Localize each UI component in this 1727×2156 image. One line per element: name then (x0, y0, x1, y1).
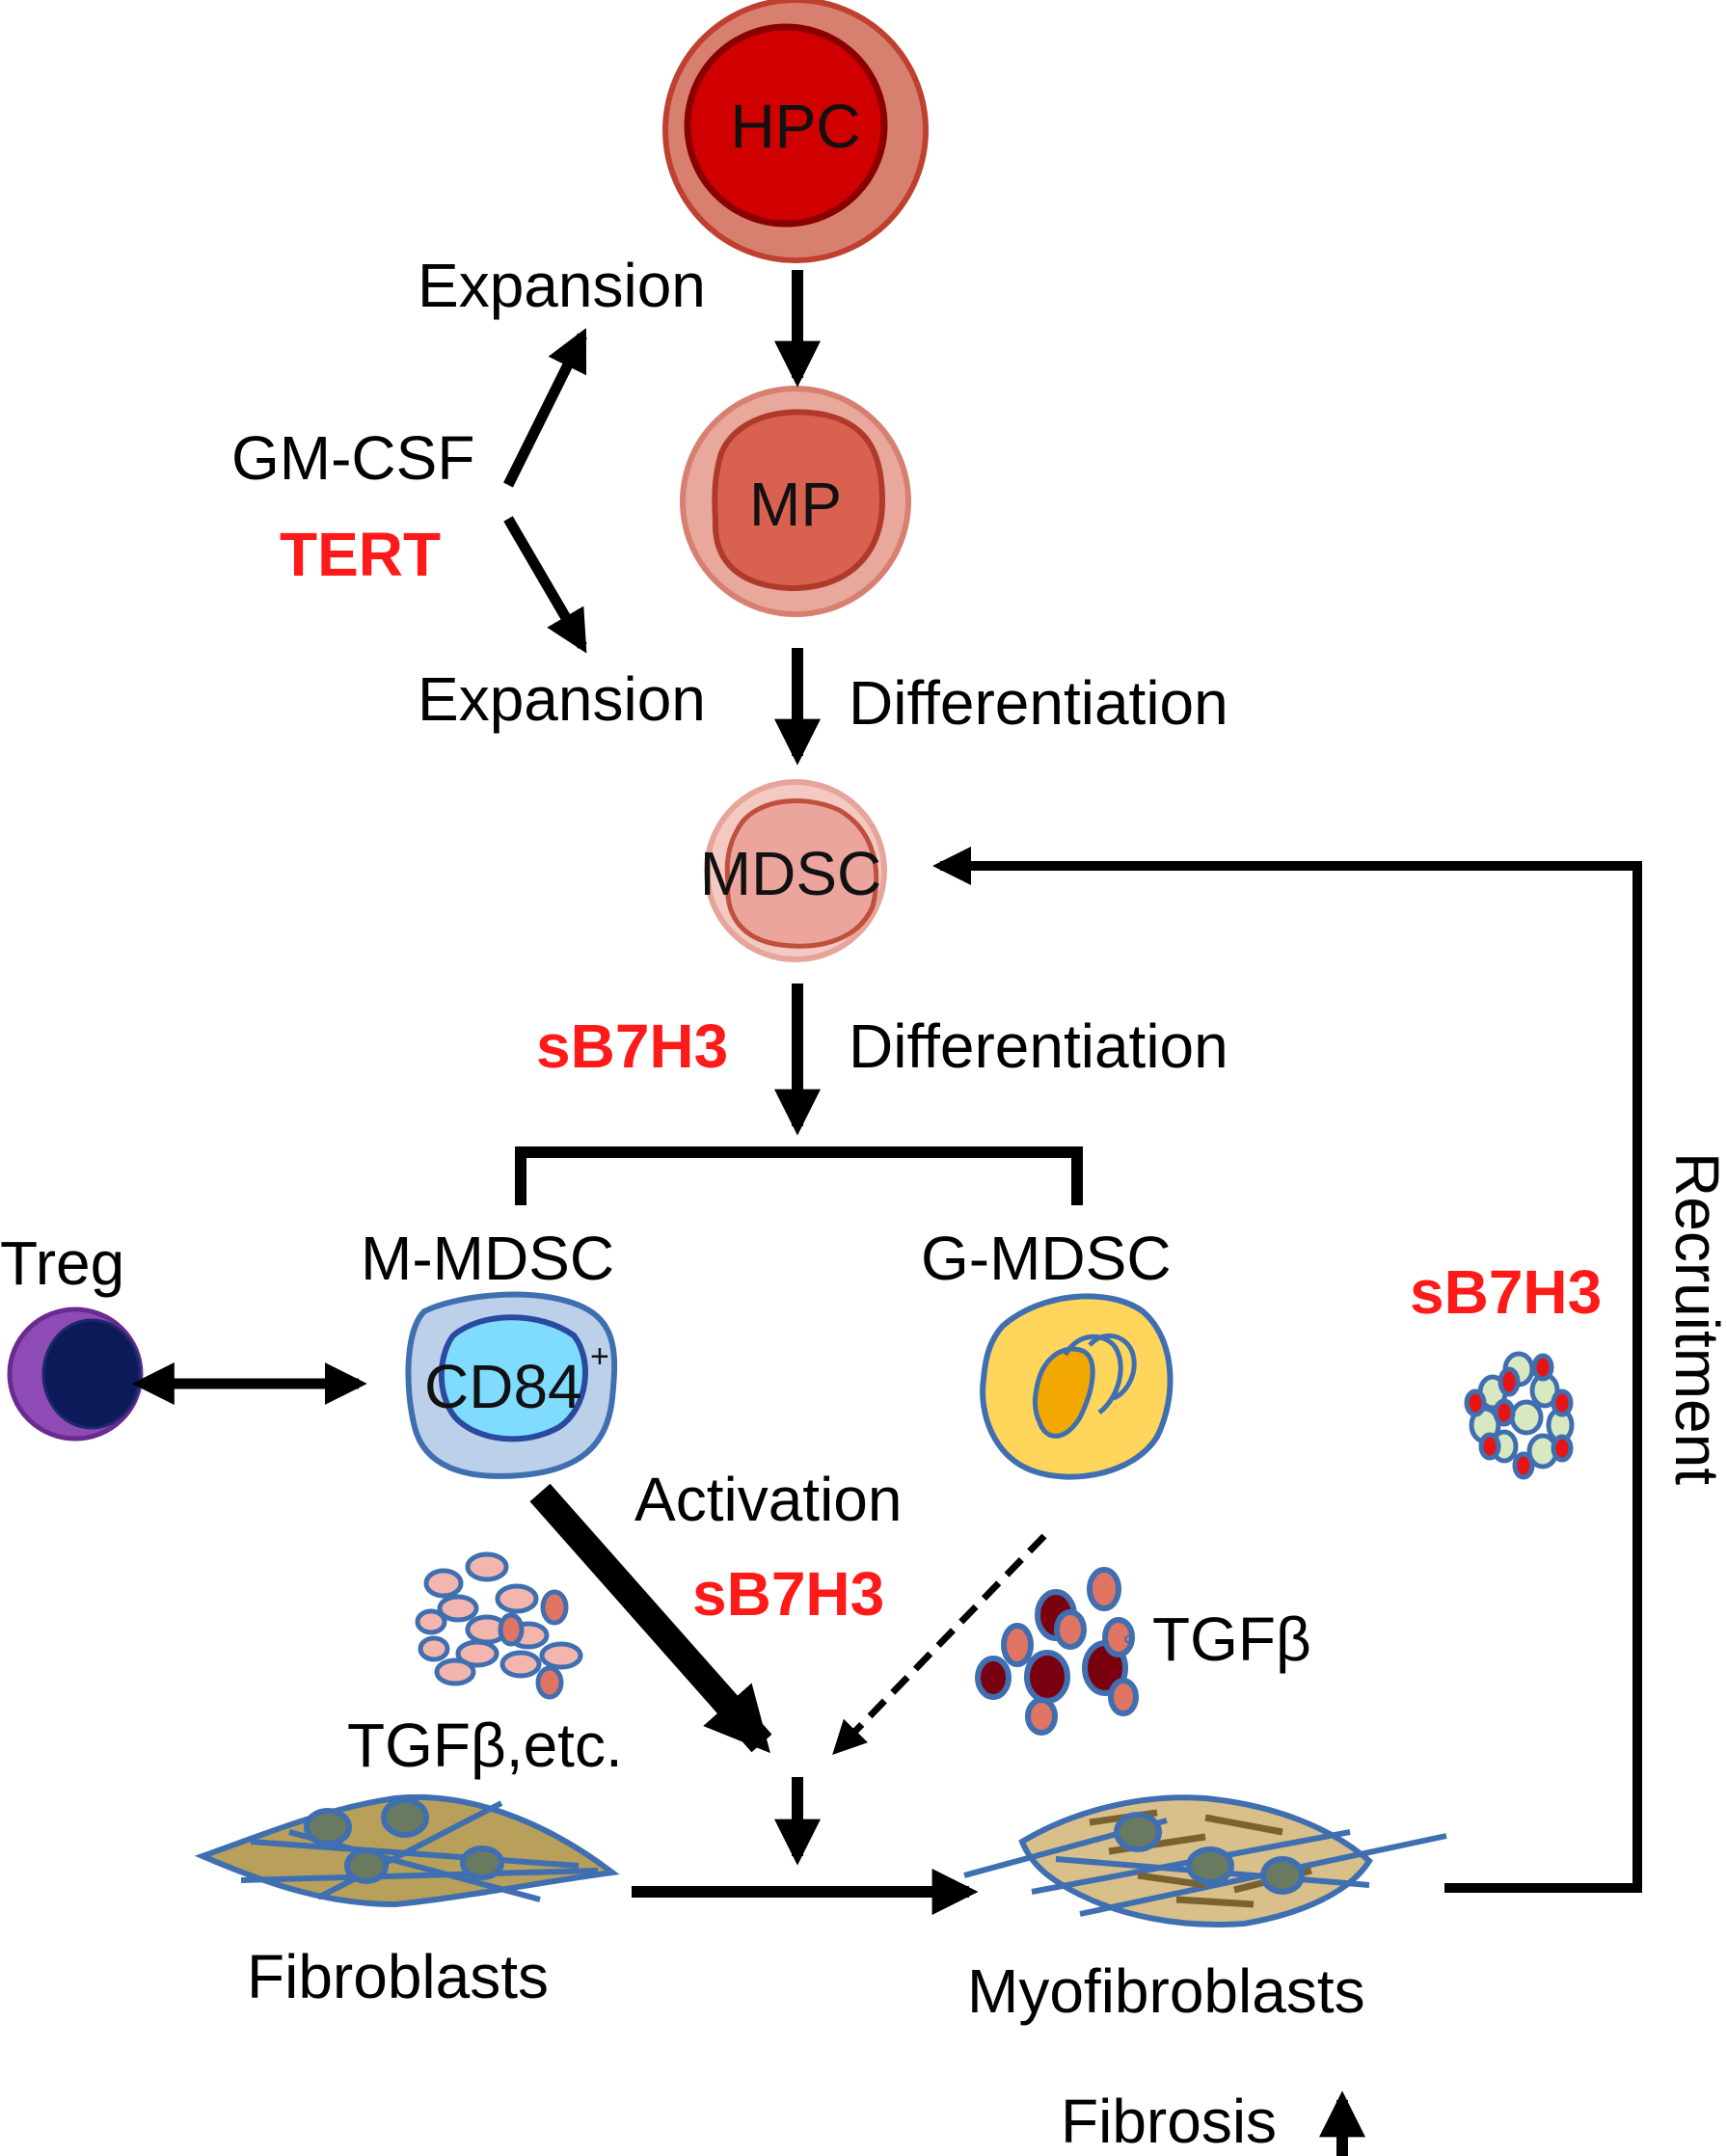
sb7h3-left-label: sB7H3 (536, 1011, 728, 1081)
activation-label: Activation (634, 1465, 902, 1534)
tgfb-cluster (975, 1567, 1139, 1736)
cd84-superscript: + (590, 1338, 609, 1375)
fibroblasts-label: Fibroblasts (247, 1942, 549, 2011)
mp-cell: MP (680, 386, 911, 617)
treg-label: Treg (0, 1228, 124, 1298)
myofibroblasts-cell (963, 1794, 1447, 1927)
mmdsc-activation-arrow (529, 1483, 772, 1754)
sb7h3-cluster (1464, 1351, 1575, 1480)
recruitment-loop-arrow (932, 847, 1642, 1893)
expansion-top-label: Expansion (418, 251, 706, 320)
mdsc-label: MDSC (700, 839, 881, 908)
tgfb-etc-cluster (415, 1551, 583, 1700)
gmdsc-activation-dashed-arrow (832, 1533, 1047, 1756)
cd84-label: CD84 (424, 1352, 582, 1421)
gmcsf-label: GM-CSF (231, 423, 474, 493)
tgfb-label: TGFβ (1152, 1604, 1311, 1674)
myofibroblasts-label: Myofibroblasts (967, 1956, 1365, 2026)
tert-label: TERT (280, 520, 441, 589)
fibrosis-label: Fibrosis (1061, 2087, 1277, 2156)
recruitment-label: Recruitment (1662, 1152, 1727, 1485)
differentiation-label-1: Differentiation (849, 668, 1228, 738)
m-mdsc-cell: CD84 + (405, 1291, 618, 1479)
mdsc-cell: MDSC (700, 779, 887, 962)
fibroblasts-cell (194, 1793, 620, 1908)
sb7h3-right-label: sB7H3 (1410, 1257, 1602, 1327)
gmcsf-expansion-down-arrow (503, 516, 587, 654)
g-mdsc-cell (980, 1293, 1174, 1480)
hpc-cell: HPC (662, 0, 929, 263)
differentiation-label-2: Differentiation (849, 1011, 1228, 1081)
gmcsf-expansion-up-arrow (503, 328, 587, 488)
m-mdsc-label: M-MDSC (361, 1224, 614, 1293)
treg-cell (7, 1307, 144, 1442)
mp-label: MP (749, 470, 842, 539)
hpc-label: HPC (730, 92, 860, 161)
g-mdsc-label: G-MDSC (921, 1224, 1172, 1293)
expansion-bottom-label: Expansion (418, 664, 706, 734)
subset-bracket (515, 1146, 1083, 1205)
sb7h3-center-label: sB7H3 (692, 1559, 884, 1629)
tgfb-etc-label: TGFβ,etc. (347, 1711, 623, 1780)
